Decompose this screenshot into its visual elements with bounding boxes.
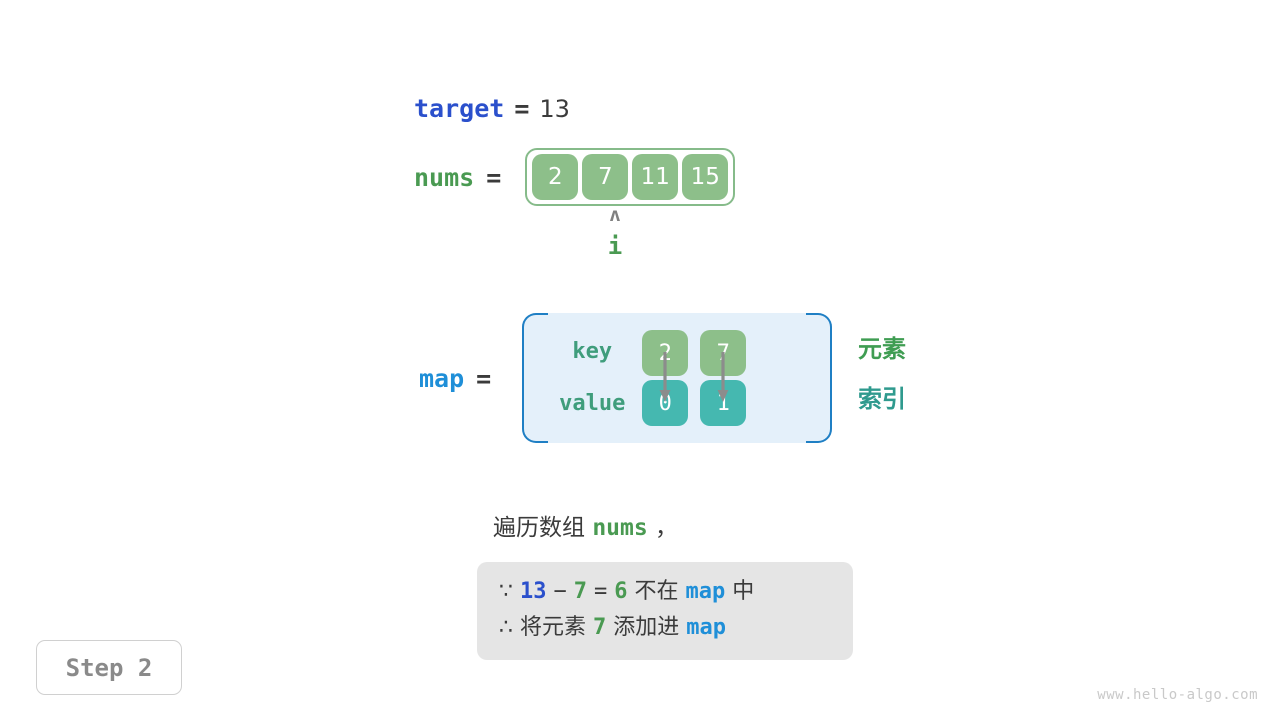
target-variable-name: target <box>414 94 505 123</box>
target-row: target = 13 <box>414 94 570 123</box>
map-container: key value 2 0 7 1 <box>522 313 833 443</box>
annotation-indices: 索引 <box>858 385 906 413</box>
map-entry: 7 1 <box>700 330 747 426</box>
map-variable-name: map <box>419 363 465 393</box>
nums-cell: 11 <box>632 154 679 200</box>
note-not-in-text: 不在 <box>634 579 679 604</box>
note-line-2: ∴ 将元素 7 添加进 map <box>499 610 831 646</box>
map-entries: 2 0 7 1 <box>642 330 747 426</box>
map-value-row-label: value <box>559 391 626 416</box>
map-side-annotations: 元素 索引 <box>858 335 906 413</box>
note-minus-sign: − <box>553 579 567 604</box>
nums-row: nums = 2 7 11 15 <box>414 148 736 206</box>
map-key-cell: 2 <box>642 330 689 376</box>
nums-cell: 15 <box>682 154 729 200</box>
caret-up-icon: ʌ <box>609 204 621 226</box>
nums-cell: 7 <box>582 154 629 200</box>
note-tail-text: 中 <box>732 579 755 604</box>
map-value-cell: 1 <box>700 380 747 426</box>
map-key-cell: 7 <box>700 330 747 376</box>
note-map-ref: map <box>686 615 727 640</box>
map-row: map = key value 2 0 7 1 <box>419 313 833 443</box>
note-result: 6 <box>614 579 628 604</box>
target-value: 13 <box>539 95 570 123</box>
map-value-cell: 0 <box>642 380 689 426</box>
map-equals-sign: = <box>476 363 492 393</box>
step-badge-label: Step 2 <box>65 653 153 682</box>
pointer-label-i: i <box>607 232 623 260</box>
note-action-text-a: 将元素 <box>520 615 587 640</box>
note-equals-sign: = <box>594 579 608 604</box>
note-action-text-b: 添加进 <box>613 615 680 640</box>
nums-equals-sign: = <box>486 162 502 192</box>
nums-variable-name: nums <box>414 162 475 192</box>
note-operand-b: 7 <box>573 579 587 604</box>
map-entry: 2 0 <box>642 330 689 426</box>
nums-cell: 2 <box>532 154 579 200</box>
target-equals-sign: = <box>514 94 530 123</box>
caption-code-nums: nums <box>592 515 648 541</box>
nums-array-container: 2 7 11 15 <box>525 148 736 206</box>
note-operand-a: 13 <box>520 579 547 604</box>
reasoning-note-box: ∵ 13 − 7 = 6 不在 map 中 ∴ 将元素 7 添加进 map <box>477 562 853 660</box>
caption-prefix: 遍历数组 <box>493 515 593 541</box>
index-pointer-group: ʌ i <box>592 204 638 260</box>
caption-line: 遍历数组 nums ， <box>493 513 678 543</box>
because-symbol: ∵ <box>499 579 513 604</box>
annotation-elements: 元素 <box>858 335 906 363</box>
note-line-1: ∵ 13 − 7 = 6 不在 map 中 <box>499 574 831 610</box>
note-element-value: 7 <box>593 615 607 640</box>
watermark: www.hello-algo.com <box>1097 687 1258 703</box>
therefore-symbol: ∴ <box>499 615 513 640</box>
map-key-row-label: key <box>572 339 613 364</box>
step-badge: Step 2 <box>36 640 182 695</box>
note-map-ref: map <box>685 579 726 604</box>
map-row-labels: key value <box>522 335 642 421</box>
caption-suffix: ， <box>647 515 679 541</box>
